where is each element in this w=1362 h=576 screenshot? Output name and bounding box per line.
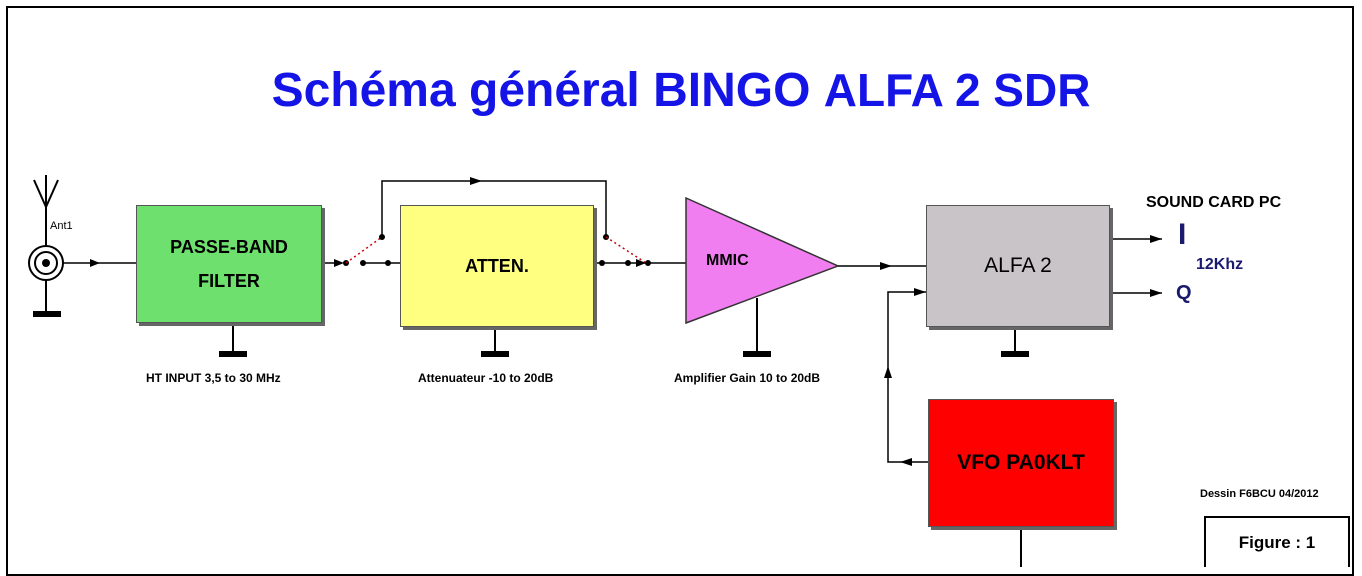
- filter-ground-icon: [219, 325, 247, 357]
- vfo-feed-line: [887, 291, 928, 463]
- atten-block: ATTEN.: [400, 205, 594, 327]
- atten-ground-icon: [481, 328, 509, 357]
- filter-block: PASSE-BAND FILTER: [136, 205, 322, 323]
- switch-1-dotted: [345, 236, 383, 264]
- filter-caption: HT INPUT 3,5 to 30 MHz: [146, 371, 281, 385]
- credit-label: Dessin F6BCU 04/2012: [1200, 488, 1319, 500]
- mmic-amplifier-shape: [685, 196, 840, 325]
- vfo-block: VFO PA0KLT: [928, 399, 1114, 527]
- switch-2-dotted: [605, 236, 647, 264]
- bypass-line: [381, 180, 607, 237]
- mmic-ground-icon: [743, 298, 771, 357]
- filter-label-line1: PASSE-BAND: [170, 237, 288, 257]
- atten-caption: Attenuateur -10 to 20dB: [418, 371, 554, 385]
- filter-label-line2: FILTER: [198, 271, 260, 291]
- vfo-label: VFO PA0KLT: [957, 451, 1085, 474]
- output-i-label: I: [1178, 218, 1187, 251]
- mmic-caption: Amplifier Gain 10 to 20dB: [674, 371, 821, 385]
- vfo-ground-icon: [1020, 528, 1022, 567]
- diagram-title: Schéma général BINGO ALFA 2 SDR: [0, 62, 1362, 119]
- figure-label: Figure : 1: [1238, 532, 1316, 552]
- alfa-label: ALFA 2: [984, 254, 1052, 277]
- title-part-1: Schéma général BINGO: [271, 64, 824, 117]
- sound-card-label: SOUND CARD PC: [1146, 194, 1282, 211]
- alfa-ground-icon: [1001, 328, 1029, 357]
- figure-box: Figure : 1: [1204, 516, 1350, 567]
- mmic-label: MMIC: [706, 252, 749, 269]
- output-freq-label: 12Khz: [1196, 256, 1244, 273]
- atten-label: ATTEN.: [465, 255, 529, 276]
- title-part-2: ALFA 2 SDR: [823, 64, 1091, 116]
- output-q-label: Q: [1176, 282, 1192, 304]
- alfa-block: ALFA 2: [926, 205, 1110, 327]
- antenna-icon: [28, 175, 64, 317]
- antenna-label: Ant1: [50, 220, 73, 232]
